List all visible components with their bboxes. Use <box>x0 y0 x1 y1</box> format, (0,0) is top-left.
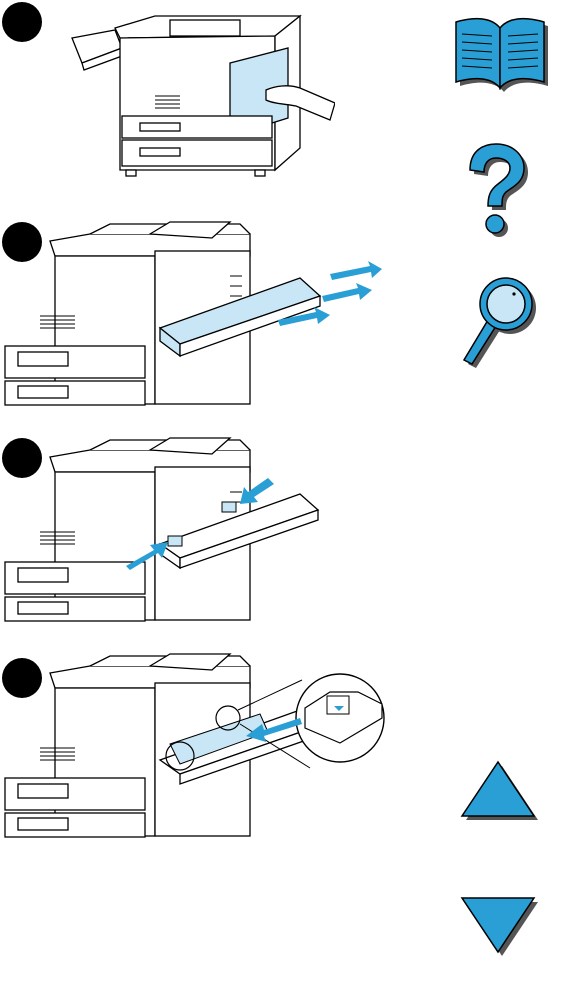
step-3-illustration <box>0 432 320 622</box>
step-2-illustration <box>0 216 390 406</box>
triangle-up-icon <box>456 758 540 822</box>
next-page-button[interactable] <box>456 894 540 963</box>
book-icon[interactable] <box>446 14 554 97</box>
step-1-illustration <box>60 8 335 183</box>
triangle-down-icon <box>456 894 540 958</box>
previous-page-button[interactable] <box>456 758 540 827</box>
magnifier-icon[interactable] <box>456 276 540 377</box>
step-4-illustration <box>0 648 390 838</box>
step-1-badge <box>2 2 42 42</box>
question-mark-icon[interactable] <box>462 142 534 247</box>
